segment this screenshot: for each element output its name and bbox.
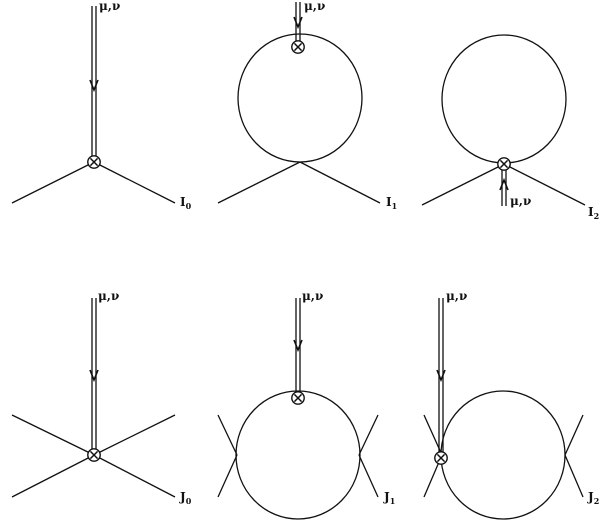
arrow-down-icon — [436, 369, 446, 383]
arrow-up-icon — [499, 177, 509, 191]
index-label-j0: μ,ν — [98, 289, 119, 303]
diagram-label-i1: I1 — [386, 195, 397, 211]
propagator-line-left — [421, 163, 505, 206]
vertex-cross-icon — [87, 448, 101, 462]
external-double-line — [91, 6, 97, 156]
diagram-i1 — [217, 2, 381, 204]
diagram-j0 — [11, 298, 176, 498]
diagram-label-j2: J2 — [587, 490, 599, 506]
propagator-line-se — [93, 454, 176, 498]
index-label-i1: μ,ν — [304, 0, 325, 13]
propagator-line-left-upper — [217, 414, 238, 456]
propagator-line-right-upper — [358, 414, 379, 456]
diagram-i0 — [11, 6, 176, 204]
propagator-line-right — [503, 163, 586, 206]
propagator-line-left-lower — [217, 454, 238, 498]
vertex-cross-icon — [497, 157, 511, 171]
diagram-i2 — [421, 34, 586, 206]
diagram-label-i2: I2 — [588, 205, 599, 221]
vertex-cross-icon — [87, 155, 101, 169]
diagram-j2 — [423, 298, 584, 520]
propagator-line-sw — [11, 454, 95, 498]
propagator-line-nw — [11, 414, 95, 456]
external-double-line — [91, 298, 97, 449]
propagator-line-right-lower — [564, 454, 584, 498]
external-double-line — [501, 170, 507, 206]
arrow-down-icon — [89, 369, 99, 383]
index-label-i0: μ,ν — [99, 0, 120, 13]
loop-circle — [441, 34, 567, 164]
vertex-cross-icon — [434, 451, 448, 465]
propagator-line-right-upper — [564, 414, 584, 456]
arrow-down-icon — [293, 339, 303, 353]
vertex-cross-icon — [291, 391, 305, 405]
propagator-line-left — [11, 161, 95, 204]
diagram-label-i0: I0 — [180, 195, 192, 211]
loop-circle — [440, 390, 566, 520]
index-label-i2: μ,ν — [510, 194, 531, 208]
vertex-cross-icon — [291, 40, 305, 54]
index-label-j1: μ,ν — [302, 289, 323, 303]
diagram-j1 — [217, 298, 379, 520]
loop-circle — [235, 390, 361, 520]
arrow-down-icon — [89, 79, 99, 93]
diagram-label-j1: J1 — [383, 490, 395, 506]
propagator-line-right — [93, 161, 176, 204]
propagator-line-right — [299, 161, 381, 204]
arrow-down-icon — [293, 16, 303, 30]
diagram-label-j0: J0 — [179, 490, 192, 506]
index-label-j2: μ,ν — [446, 289, 467, 303]
propagator-line-left — [217, 161, 301, 204]
propagator-line-ne — [93, 414, 176, 456]
propagator-line-right-lower — [358, 454, 379, 498]
